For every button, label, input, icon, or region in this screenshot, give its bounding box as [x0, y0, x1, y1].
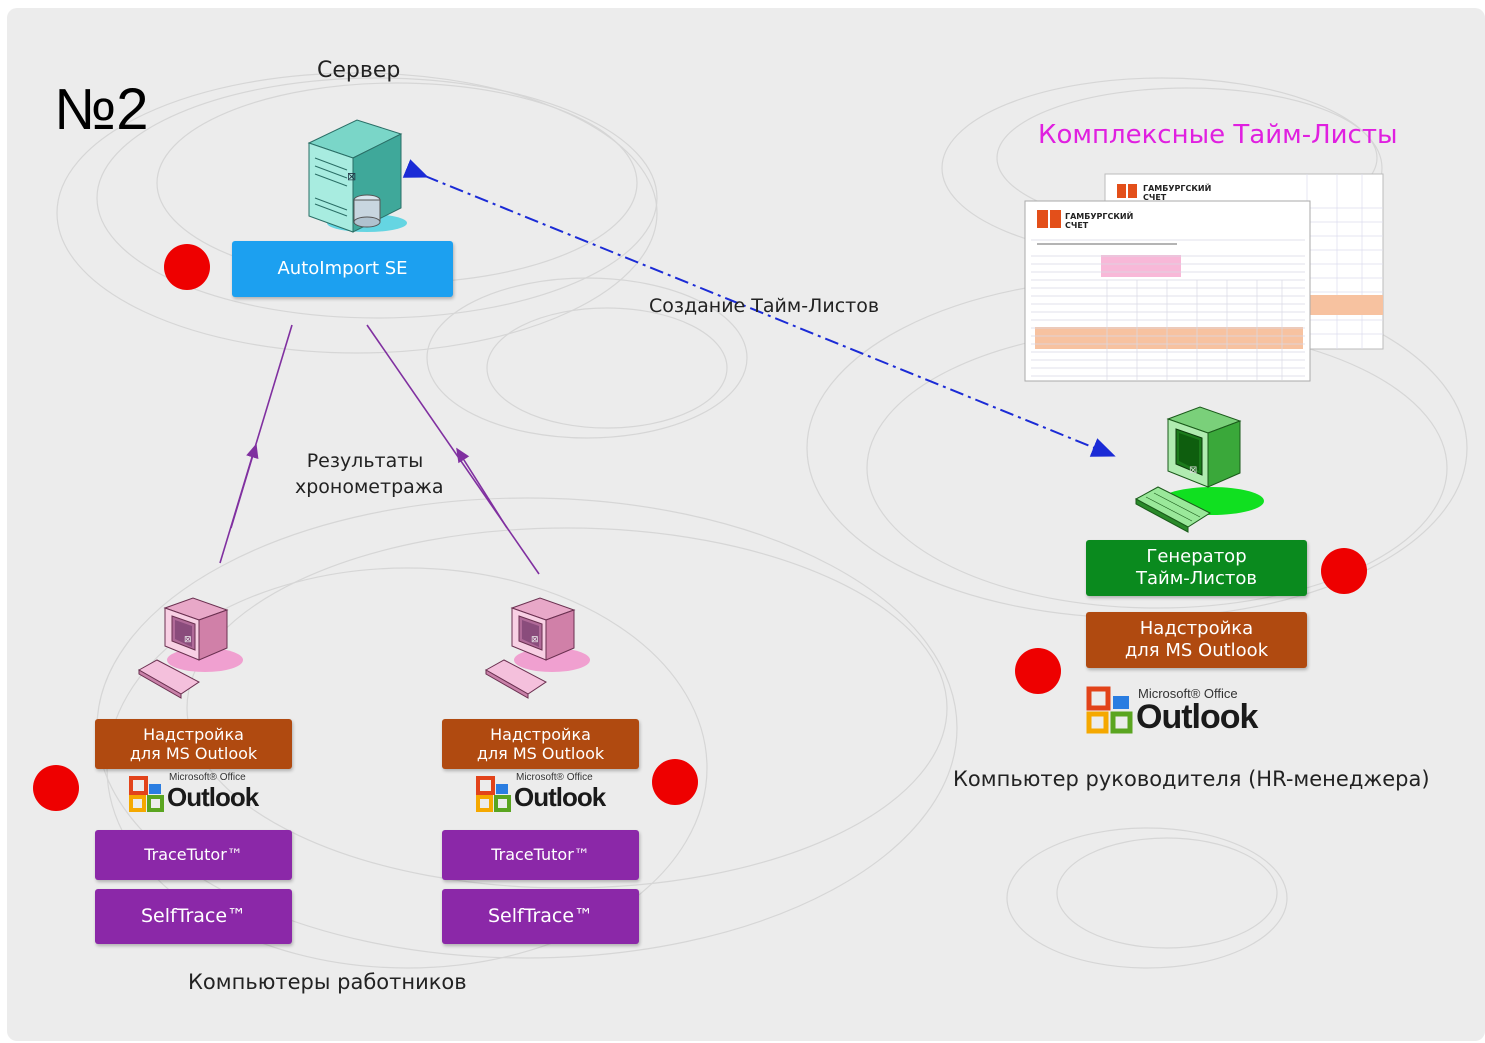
addin-box-worker-2: Надстройка для MS Outlook: [442, 719, 639, 769]
outlook-logo: Microsoft® Office Outlook: [1086, 684, 1258, 736]
addin-line1: Надстройка: [490, 724, 591, 744]
marker-dot: [164, 244, 210, 290]
create-timesheets-label: Создание Тайм-Листов: [649, 295, 880, 317]
marker-dot: [1321, 548, 1367, 594]
worker-computer-icon: ⊠: [484, 597, 590, 699]
outlook-logo: Microsoft® Office Outlook: [476, 772, 606, 814]
timing-results-line1: Результаты: [306, 450, 424, 472]
outlook-logo-big: Outlook: [167, 782, 259, 812]
addin-line1: Надстройка: [1139, 618, 1254, 640]
manager-computer-icon: ⊠: [1134, 406, 1264, 533]
addin-line2: для MS Outlook: [1124, 640, 1269, 661]
sheet-company-line2: СЧЕТ: [1143, 193, 1167, 202]
server-icon: ⊠: [307, 119, 407, 233]
outlook-logo-big: Outlook: [1136, 698, 1258, 736]
addin-line1: Надстройка: [143, 724, 244, 744]
ms-office-icon: [476, 776, 511, 812]
sheet-company-front: ГАМБУРГСКИЙ СЧЕТ: [1065, 212, 1133, 230]
diagram-number: №2: [54, 77, 149, 142]
ms-office-icon: [1086, 686, 1133, 734]
addin-line2: для MS Outlook: [129, 744, 258, 763]
addin-box-manager: Надстройка для MS Outlook: [1086, 612, 1307, 668]
svg-text:⊠: ⊠: [531, 635, 539, 645]
sheet-company-line1: ГАМБУРГСКИЙ: [1065, 212, 1134, 221]
diagram-canvas: ⊠ ⊠ ⊠: [7, 8, 1485, 1041]
generator-line1: Генератор: [1146, 546, 1247, 568]
generator-box: Генератор Тайм-Листов: [1086, 540, 1307, 596]
outlook-logo-small: Microsoft® Office: [1138, 686, 1238, 701]
timesheets-title: Комплексные Тайм-Листы: [1038, 120, 1398, 150]
selftrace-box-worker-1: SelfTrace™: [95, 889, 292, 944]
timesheet-preview: [1024, 173, 1384, 382]
autoimport-box: AutoImport SE: [232, 241, 453, 297]
selftrace-label: SelfTrace™: [487, 905, 594, 928]
results-arrow-left: [230, 443, 259, 529]
marker-dot: [1015, 648, 1061, 694]
addin-box-worker-1: Надстройка для MS Outlook: [95, 719, 292, 769]
svg-text:⊠: ⊠: [184, 635, 192, 645]
tracetutor-box-worker-1: TraceTutor™: [95, 830, 292, 880]
selftrace-label: SelfTrace™: [140, 905, 247, 928]
manager-caption: Компьютер руководителя (HR-менеджера): [953, 767, 1430, 791]
outlook-logo-big: Outlook: [514, 782, 606, 812]
outlook-logo-small: Microsoft® Office: [516, 772, 593, 783]
tracetutor-label: TraceTutor™: [491, 845, 590, 865]
outlook-logo-small: Microsoft® Office: [169, 772, 246, 783]
results-arrow-right: [456, 447, 508, 529]
svg-text:⊠: ⊠: [1189, 465, 1197, 476]
server-label: Сервер: [317, 58, 401, 83]
ms-office-icon: [129, 776, 164, 812]
results-line-right: [366, 324, 540, 575]
timing-results-line2: хронометража: [295, 476, 444, 498]
worker-computer-icon: ⊠: [137, 597, 243, 699]
addin-line2: для MS Outlook: [476, 744, 605, 763]
svg-text:⊠: ⊠: [347, 170, 356, 183]
marker-dot: [33, 765, 79, 811]
create-timesheets-arrow: [402, 159, 1116, 457]
sheet-company-back: ГАМБУРГСКИЙ СЧЕТ: [1143, 184, 1211, 202]
timing-results-label: Результаты хронометража: [295, 448, 444, 500]
selftrace-box-worker-2: SelfTrace™: [442, 889, 639, 944]
workers-caption: Компьютеры работников: [188, 970, 467, 994]
tracetutor-label: TraceTutor™: [144, 845, 243, 865]
generator-line2: Тайм-Листов: [1135, 568, 1258, 589]
outlook-logo: Microsoft® Office Outlook: [129, 772, 259, 814]
sheet-company-line2: СЧЕТ: [1065, 221, 1089, 230]
diagram-graphics: ⊠ ⊠ ⊠: [56, 72, 1468, 969]
autoimport-label: AutoImport SE: [277, 258, 408, 280]
tracetutor-box-worker-2: TraceTutor™: [442, 830, 639, 880]
sheet-company-line1: ГАМБУРГСКИЙ: [1143, 184, 1212, 193]
marker-dot: [652, 759, 698, 805]
